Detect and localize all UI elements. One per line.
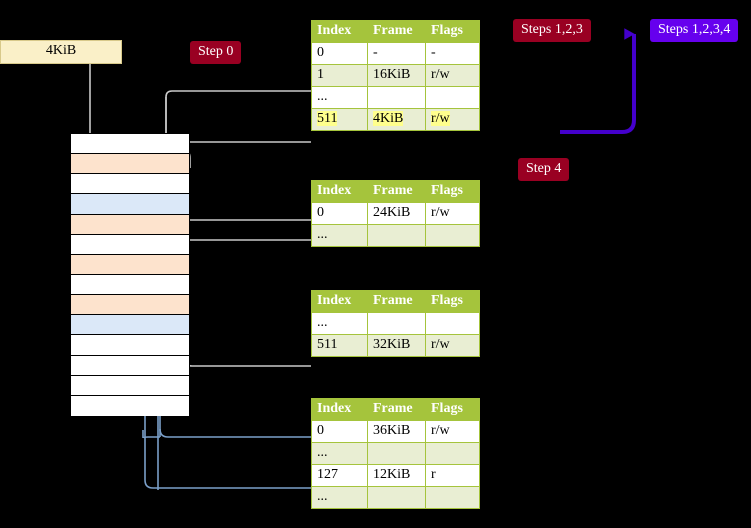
table-header-index: Index <box>311 20 368 43</box>
table-header-frame: Frame <box>367 290 426 313</box>
pill-step-4-label: Step 4 <box>526 161 562 176</box>
wire-pd-hook <box>175 239 311 259</box>
table-row: ... <box>311 486 480 509</box>
memory-frame-row <box>71 234 189 255</box>
table-cell: - <box>367 42 426 65</box>
table-header-flags: Flags <box>425 20 480 43</box>
table-cell: 0 <box>311 420 368 443</box>
memory-frame-row <box>71 375 189 396</box>
table-cell <box>425 442 480 465</box>
highlighted-value: 4KiB <box>373 111 404 126</box>
pill-step-4: Step 4 <box>518 158 570 181</box>
table-row: ... <box>311 442 480 465</box>
table-cell: 511 <box>311 108 368 131</box>
table-cell <box>425 224 480 247</box>
table-cell: 0 <box>311 42 368 65</box>
table-cell: r/w <box>425 202 480 225</box>
table-header-index: Index <box>311 290 368 313</box>
table-cell: 127 <box>311 464 368 487</box>
frame-4kib-label: 4KiB <box>45 43 77 58</box>
table-cell: 0 <box>311 202 368 225</box>
memory-frame-row <box>71 254 189 275</box>
pill-steps-1234-label: Steps 1,2,3,4 <box>658 22 731 37</box>
frame-4kib-box: 4KiB <box>0 40 122 64</box>
table-row: 0-- <box>311 42 480 65</box>
table-cell: 4KiB <box>367 108 426 131</box>
table-row: ... <box>311 312 480 335</box>
table-header-frame: Frame <box>367 20 426 43</box>
table-header-flags: Flags <box>425 180 480 203</box>
table-cell: ... <box>311 486 368 509</box>
table-cell: ... <box>311 224 368 247</box>
memory-frame-row <box>71 355 189 376</box>
memory-frame-row <box>71 214 189 235</box>
table-cell: ... <box>311 86 368 109</box>
table-cell: r/w <box>425 108 480 131</box>
table-header-index: Index <box>311 398 368 421</box>
memory-frame-row <box>71 335 189 356</box>
table-cell <box>425 486 480 509</box>
table-cell: 24KiB <box>367 202 426 225</box>
memory-frame-row <box>71 134 189 155</box>
pill-step-0-label: Step 0 <box>198 44 234 59</box>
table-header-flags: Flags <box>425 290 480 313</box>
table-cell: 12KiB <box>367 464 426 487</box>
table-cell <box>367 486 426 509</box>
table-header-frame: Frame <box>367 398 426 421</box>
table-cell: r <box>425 464 480 487</box>
table-cell: r/w <box>425 420 480 443</box>
pill-steps-123: Steps 1,2,3 <box>513 19 591 42</box>
table-cell: ... <box>311 312 368 335</box>
table-cell: - <box>425 42 480 65</box>
table-cell <box>425 86 480 109</box>
table-cell: 1 <box>311 64 368 87</box>
pill-step-0: Step 0 <box>190 41 242 64</box>
memory-frame-row <box>71 395 189 416</box>
table-cell <box>425 312 480 335</box>
table-cell: 511 <box>311 334 368 357</box>
table-cell: 32KiB <box>367 334 426 357</box>
highlighted-value: r/w <box>431 111 450 126</box>
table-cell: ... <box>311 442 368 465</box>
memory-frame-row <box>71 295 189 316</box>
wire-pdp-left <box>173 189 311 221</box>
table-cell: 36KiB <box>367 420 426 443</box>
memory-frame-row <box>71 174 189 195</box>
pill-steps-123-label: Steps 1,2,3 <box>521 22 583 37</box>
table-cell: r/w <box>425 64 480 87</box>
table-row: 511 4KiB r/w <box>311 108 480 131</box>
memory-frame-row <box>71 274 189 296</box>
pill-steps-1234: Steps 1,2,3,4 <box>650 19 739 42</box>
wire-pd32-left <box>179 313 311 367</box>
wire-pt36-tail <box>142 430 160 439</box>
table-cell <box>367 442 426 465</box>
highlighted-value: 511 <box>317 111 338 126</box>
table-cell: 16KiB <box>367 64 426 87</box>
table-cell <box>367 312 426 335</box>
memory-frame-row <box>71 154 189 175</box>
table-header-flags: Flags <box>425 398 480 421</box>
table-cell <box>367 224 426 247</box>
arrow-steps-purple <box>560 28 636 134</box>
memory-frame-row <box>71 315 189 336</box>
table-row: ... <box>311 224 480 247</box>
table-row: ... <box>311 86 480 109</box>
memory-frame-row <box>71 194 189 215</box>
table-cell: r/w <box>425 334 480 357</box>
physical-memory-column <box>70 133 190 416</box>
table-header-index: Index <box>311 180 368 203</box>
table-cell <box>367 86 426 109</box>
table-header-frame: Frame <box>367 180 426 203</box>
